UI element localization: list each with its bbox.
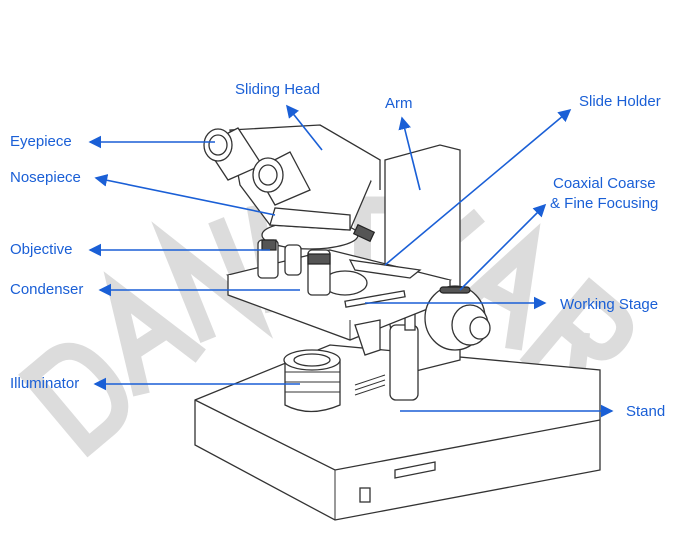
label-arm: Arm [385,95,413,112]
label-coaxial-line2: & Fine Focusing [550,195,659,212]
label-eyepiece: Eyepiece [10,133,72,150]
pointer-arrows [88,104,614,418]
label-illuminator: Illuminator [10,375,80,392]
label-slide-holder: Slide Holder [579,93,661,110]
illuminator [283,349,386,413]
label-stand: Stand [626,403,666,420]
focus-knob [424,285,491,351]
label-nosepiece: Nosepiece [10,169,81,186]
label-condenser: Condenser [10,281,84,298]
label-working-stage: Working Stage [560,296,659,313]
label-coaxial-line1: Coaxial Coarse [553,175,656,192]
sliding-head [229,124,381,231]
working-stage [225,249,453,356]
eyepieces [203,127,311,206]
label-sliding-head: Sliding Head [235,81,321,98]
label-objective: Objective [10,241,73,258]
nosepiece-objectives [257,220,376,296]
